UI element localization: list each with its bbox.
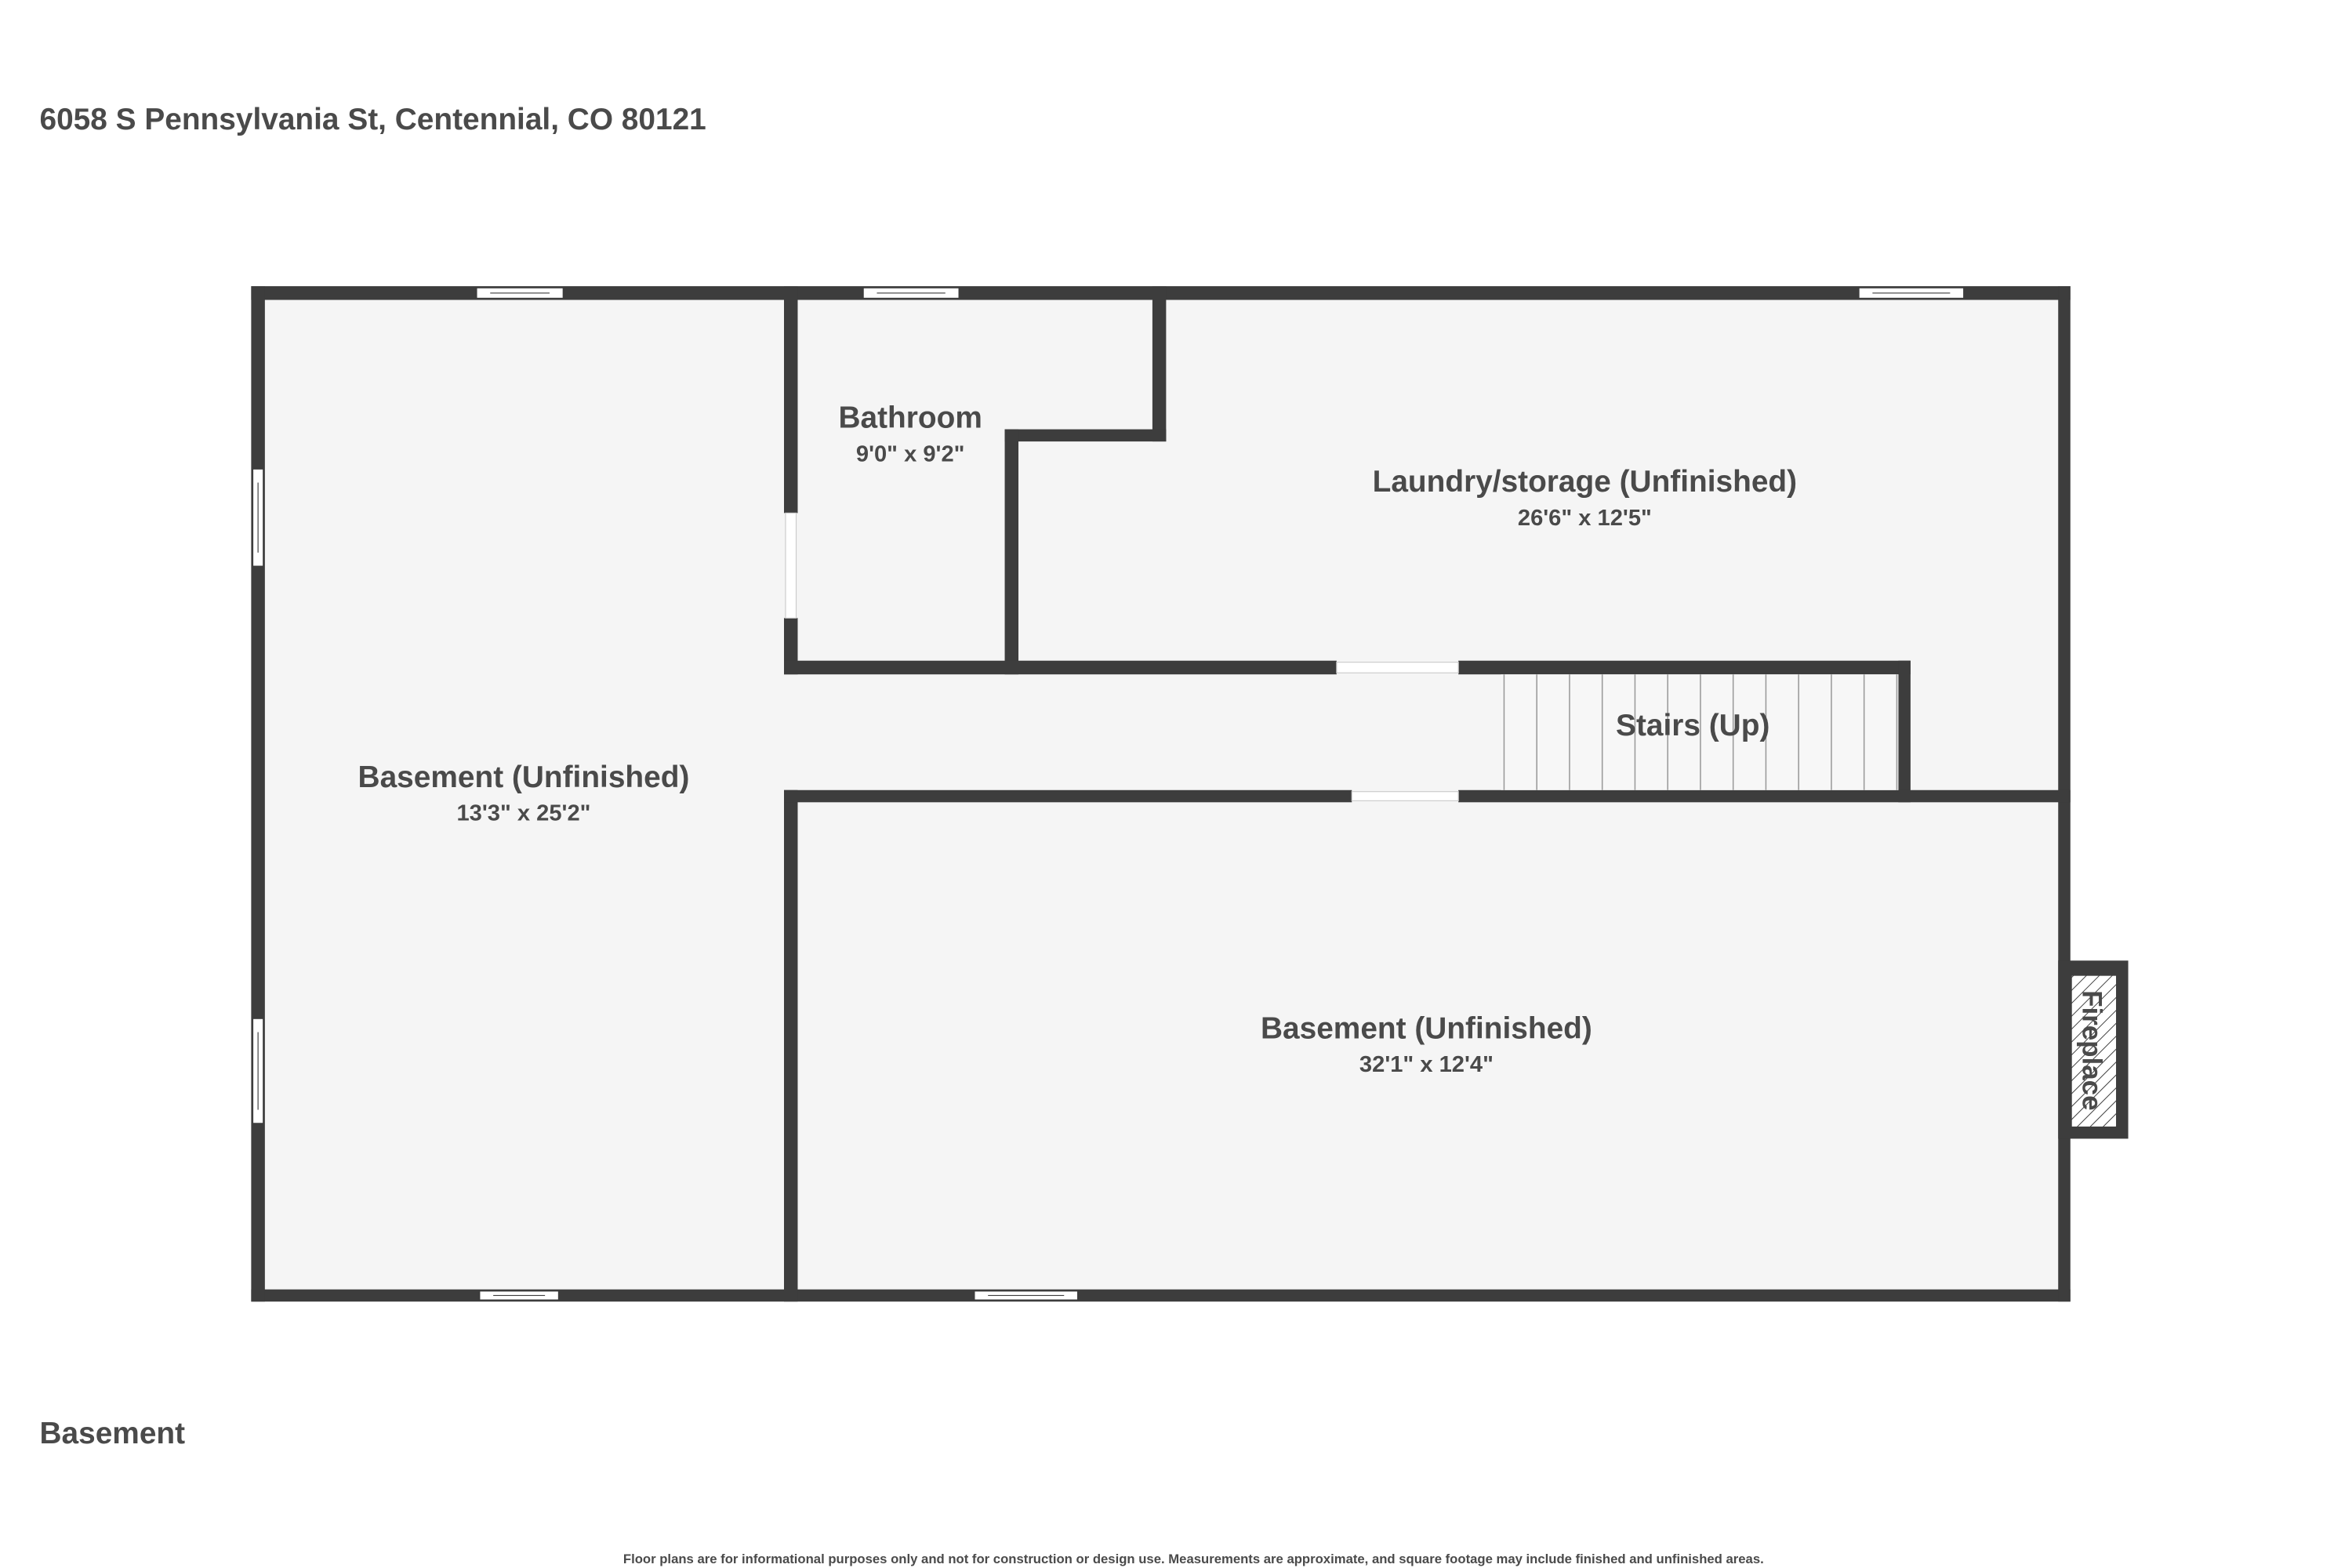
room-dims-basement-right: 32'1" x 12'4" bbox=[1359, 1052, 1494, 1077]
address-title: 6058 S Pennsylvania St, Centennial, CO 8… bbox=[39, 103, 706, 136]
wall-bath-notch bbox=[1004, 429, 1167, 442]
disclaimer: Floor plans are for informational purpos… bbox=[623, 1552, 1764, 1566]
door-bathroom bbox=[785, 512, 797, 619]
stairs bbox=[1501, 674, 1899, 790]
floor-label: Basement bbox=[39, 1417, 185, 1450]
wall-hall-bottom-b bbox=[1458, 789, 2071, 803]
wall-bottom bbox=[251, 1289, 2071, 1302]
wall-stairs-right bbox=[1898, 660, 1911, 803]
wall-hall-bottom-a bbox=[784, 789, 1352, 803]
door-basement2 bbox=[1351, 791, 1459, 801]
wall-bath-right-upper bbox=[1152, 286, 1167, 442]
fireplace: Fireplace bbox=[2058, 960, 2129, 1139]
wall-hall-top-b bbox=[1458, 660, 1911, 675]
wall-hall-top-a bbox=[784, 660, 1337, 675]
room-name-basement-right: Basement (Unfinished) bbox=[1261, 1011, 1592, 1045]
windows bbox=[252, 287, 1965, 1301]
wall-basement2-left bbox=[784, 789, 798, 1302]
wall-left bbox=[251, 286, 265, 1302]
doors bbox=[785, 512, 1459, 801]
room-name-stairs: Stairs (Up) bbox=[1616, 709, 1769, 742]
fireplace-label: Fireplace bbox=[2076, 990, 2107, 1110]
room-labels: Basement (Unfinished) 13'3" x 25'2" Bath… bbox=[358, 401, 1798, 1077]
door-laundry bbox=[1336, 662, 1459, 673]
walls bbox=[251, 286, 2071, 1302]
room-name-basement-left: Basement (Unfinished) bbox=[358, 760, 690, 794]
room-dims-bathroom: 9'0" x 9'2" bbox=[856, 441, 965, 466]
room-name-bathroom: Bathroom bbox=[838, 401, 982, 435]
room-dims-basement-left: 13'3" x 25'2" bbox=[456, 801, 590, 826]
room-name-laundry: Laundry/storage (Unfinished) bbox=[1373, 465, 1797, 499]
wall-bath-left-upper bbox=[784, 286, 798, 514]
wall-bath-left-lower bbox=[784, 618, 798, 675]
room-dims-laundry: 26'6" x 12'5" bbox=[1518, 506, 1652, 531]
wall-bath-right-lower bbox=[1004, 429, 1019, 675]
